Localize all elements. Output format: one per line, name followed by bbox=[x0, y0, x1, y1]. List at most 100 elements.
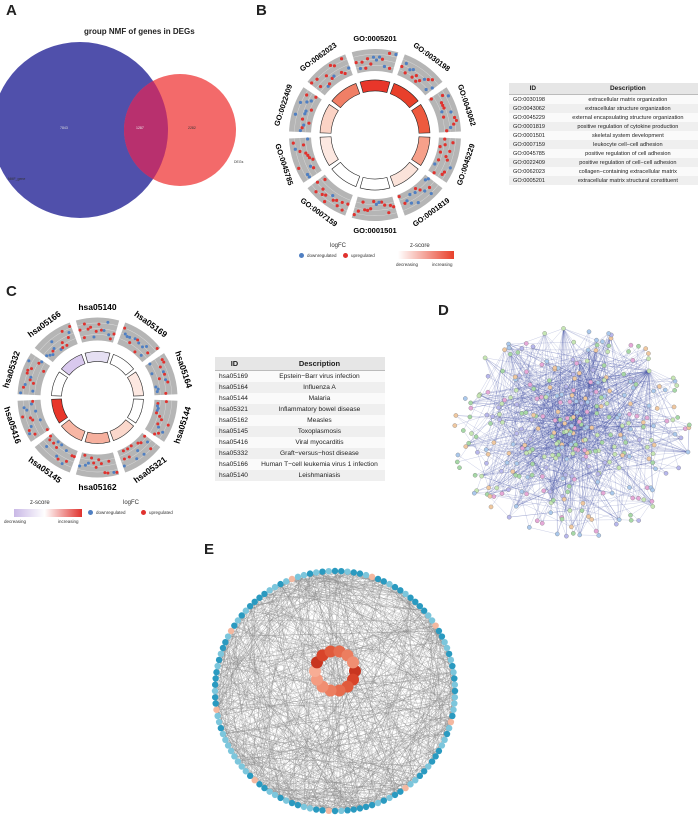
kegg-circle-term-label: hsa05332 bbox=[1, 349, 22, 389]
ppi-node bbox=[567, 508, 573, 513]
go-circle-upregulated-dot bbox=[356, 209, 360, 213]
ppi-edge bbox=[648, 370, 653, 491]
go-zscore-gradient bbox=[398, 251, 454, 259]
ppi-node bbox=[657, 384, 662, 389]
ppi-edge bbox=[506, 370, 650, 463]
hub-outer-node bbox=[238, 763, 245, 770]
ppi-edge bbox=[563, 328, 589, 517]
ppi-edge bbox=[543, 451, 689, 491]
go-circle-upregulated-dot bbox=[379, 200, 384, 204]
go-circle-downregulated-dot bbox=[448, 166, 452, 170]
hub-outer-node bbox=[325, 567, 332, 575]
ppi-edge bbox=[632, 370, 650, 499]
ppi-node bbox=[554, 441, 559, 447]
hub-edge bbox=[259, 576, 373, 598]
go-circle-downregulated-dot bbox=[298, 128, 303, 133]
hub-outer-node bbox=[450, 669, 457, 676]
ppi-node bbox=[552, 365, 558, 371]
ppi-node bbox=[577, 370, 582, 376]
kegg-circle-upregulated-dot bbox=[64, 459, 68, 463]
ppi-edge bbox=[537, 428, 598, 483]
go-circle-upregulated-dot bbox=[448, 149, 452, 154]
hub-edge bbox=[245, 571, 348, 611]
kegg-circle-downregulated-dot bbox=[146, 440, 150, 444]
kegg-circle-term-block bbox=[34, 322, 78, 363]
ppi-node bbox=[676, 465, 681, 471]
go-circle-term-block bbox=[428, 87, 461, 133]
ppi-edge bbox=[501, 493, 572, 528]
hub-edge bbox=[231, 697, 455, 752]
hub-edge bbox=[216, 590, 270, 710]
ppi-edge bbox=[502, 364, 542, 372]
ppi-edge bbox=[516, 456, 630, 507]
hub-edge bbox=[334, 794, 396, 812]
kegg-circle-downregulated-dot bbox=[137, 341, 141, 345]
hub-outer-node bbox=[313, 806, 320, 813]
kegg-legend-decreasing: decreasing bbox=[4, 519, 27, 524]
ppi-edge bbox=[687, 427, 690, 453]
ppi-edge bbox=[576, 363, 666, 391]
hub-edge bbox=[322, 572, 354, 687]
ppi-edge bbox=[521, 370, 650, 414]
ppi-edge bbox=[563, 328, 597, 341]
ppi-edge bbox=[547, 394, 561, 420]
ppi-edge bbox=[487, 354, 511, 393]
ppi-node bbox=[572, 376, 577, 381]
go-circle-downregulated-dot bbox=[408, 68, 412, 72]
kegg-circle-downregulated-dot bbox=[161, 430, 165, 434]
ppi-node bbox=[502, 347, 507, 352]
hub-outer-node bbox=[362, 803, 370, 811]
ppi-edge bbox=[510, 354, 520, 477]
ppi-node bbox=[551, 497, 556, 503]
go-circle-upregulated-dot bbox=[324, 74, 329, 78]
kegg-circle-upregulated-dot bbox=[157, 377, 161, 381]
ppi-edge bbox=[547, 374, 574, 396]
kegg-table-id-cell: hsa05321 bbox=[215, 404, 254, 415]
go-circle-upregulated-dot bbox=[445, 129, 449, 133]
go-circle-upregulated-dot bbox=[339, 57, 344, 61]
ppi-node bbox=[491, 494, 497, 499]
kegg-circle-downregulated-dot bbox=[51, 353, 55, 357]
hub-outer-node bbox=[374, 799, 382, 807]
hub-edge bbox=[303, 575, 329, 811]
hub-core-node bbox=[333, 684, 346, 697]
ppi-edge bbox=[566, 333, 609, 460]
ppi-node bbox=[515, 350, 521, 355]
hub-edge bbox=[371, 672, 454, 806]
ppi-node bbox=[506, 451, 512, 456]
ppi-edge bbox=[515, 475, 613, 494]
ppi-edge bbox=[571, 416, 638, 528]
ppi-edge bbox=[561, 377, 607, 395]
go-circle-downregulated-dot bbox=[304, 109, 308, 113]
ppi-edge bbox=[488, 358, 649, 488]
ppi-edge bbox=[515, 379, 545, 457]
ppi-edge bbox=[506, 423, 565, 463]
ppi-node bbox=[595, 471, 601, 477]
go-circle-zscore-arc bbox=[319, 136, 339, 166]
kegg-circle-upregulated-dot bbox=[97, 322, 101, 326]
ppi-edge bbox=[504, 399, 559, 426]
hub-edge bbox=[285, 679, 318, 801]
go-circle-upregulated-dot bbox=[442, 106, 446, 110]
kegg-circle-term-label: hsa05164 bbox=[173, 350, 194, 390]
ppi-edge bbox=[561, 345, 598, 445]
kegg-circle-downregulated-dot bbox=[64, 449, 68, 453]
hub-edge bbox=[264, 610, 425, 789]
go-circle-downregulated-dot bbox=[411, 67, 415, 72]
hub-outer-node bbox=[435, 627, 443, 635]
kegg-table-id-cell: hsa05169 bbox=[215, 370, 254, 382]
kegg-table-description-cell: Human T−cell leukemia virus 1 infection bbox=[253, 459, 385, 470]
ppi-edge bbox=[499, 419, 559, 426]
ppi-edge bbox=[619, 519, 639, 521]
go-table-description-cell: extracellular matrix organization bbox=[556, 94, 698, 104]
hub-edge bbox=[250, 605, 450, 655]
ppi-edge bbox=[579, 362, 654, 392]
hub-edge bbox=[339, 586, 396, 652]
kegg-table-description-cell: Toxoplasmosis bbox=[253, 426, 385, 437]
ppi-edge bbox=[571, 334, 612, 396]
ppi-node bbox=[569, 423, 574, 429]
hub-outer-node bbox=[441, 638, 448, 646]
ppi-node bbox=[586, 464, 592, 469]
